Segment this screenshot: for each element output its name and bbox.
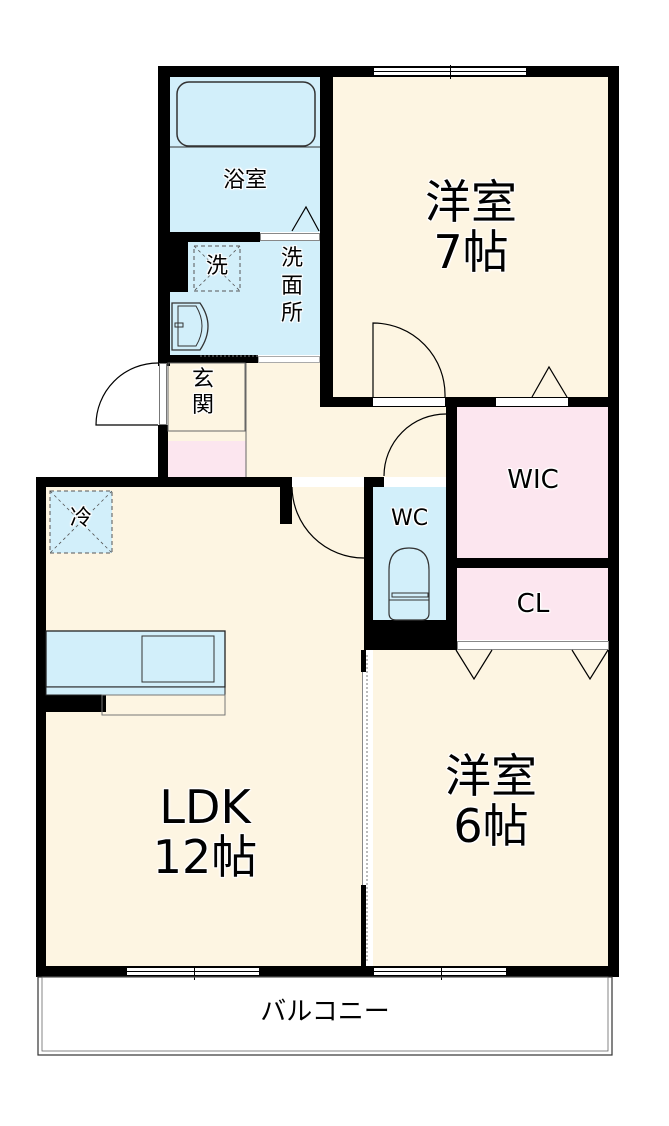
western-room-7-label: 洋室 7帖 [333,175,609,279]
western-room-6-floor [373,650,609,967]
bath-door-opening [260,233,320,241]
western-room-7-name: 洋室 [425,175,517,229]
closet-label: CL [516,589,550,619]
western-room-6-size: 6帖 [453,798,529,853]
bathroom-label: 浴室 [222,168,267,193]
entrance-shoebox [168,441,246,477]
wic-label: WIC [507,465,559,495]
sliding-door-ldk-western6 [362,672,365,885]
closet-floor [457,568,609,640]
western-room-6-name: 洋室 [445,749,537,803]
entrance-floor [168,363,246,441]
front-door-opening [159,363,167,425]
ldk-door-opening [292,478,364,486]
western7-door-opening [373,398,445,406]
wic-floor [457,404,609,558]
washer-space-label: 洗 [205,254,228,279]
ldk-size: 12帖 [152,829,258,884]
washroom-label: 洗 面 所 [280,246,303,326]
wic-door-opening [496,398,568,406]
balcony-label: バルコニー [260,997,390,1027]
ldk-floor [46,487,364,967]
closet-door-opening [457,641,609,650]
window-ldk [126,966,260,980]
wc-label: WC [390,506,429,531]
wc-door-opening [384,478,446,486]
western-room-7-floor [333,77,609,397]
washroom-door-opening [258,356,320,363]
fridge-label: 冷 [69,506,92,531]
hallway-floor [246,363,446,477]
western-room-7-size: 7帖 [433,224,509,279]
washroom-floor [188,241,320,355]
ldk-label: LDK 12帖 [46,780,364,884]
western-room-6-label: 洋室 6帖 [373,749,609,853]
ldk-name: LDK [159,780,251,834]
window-western-room-6 [373,966,507,980]
window-western-room-7 [373,65,527,79]
entrance-label: 玄 関 [191,367,214,419]
